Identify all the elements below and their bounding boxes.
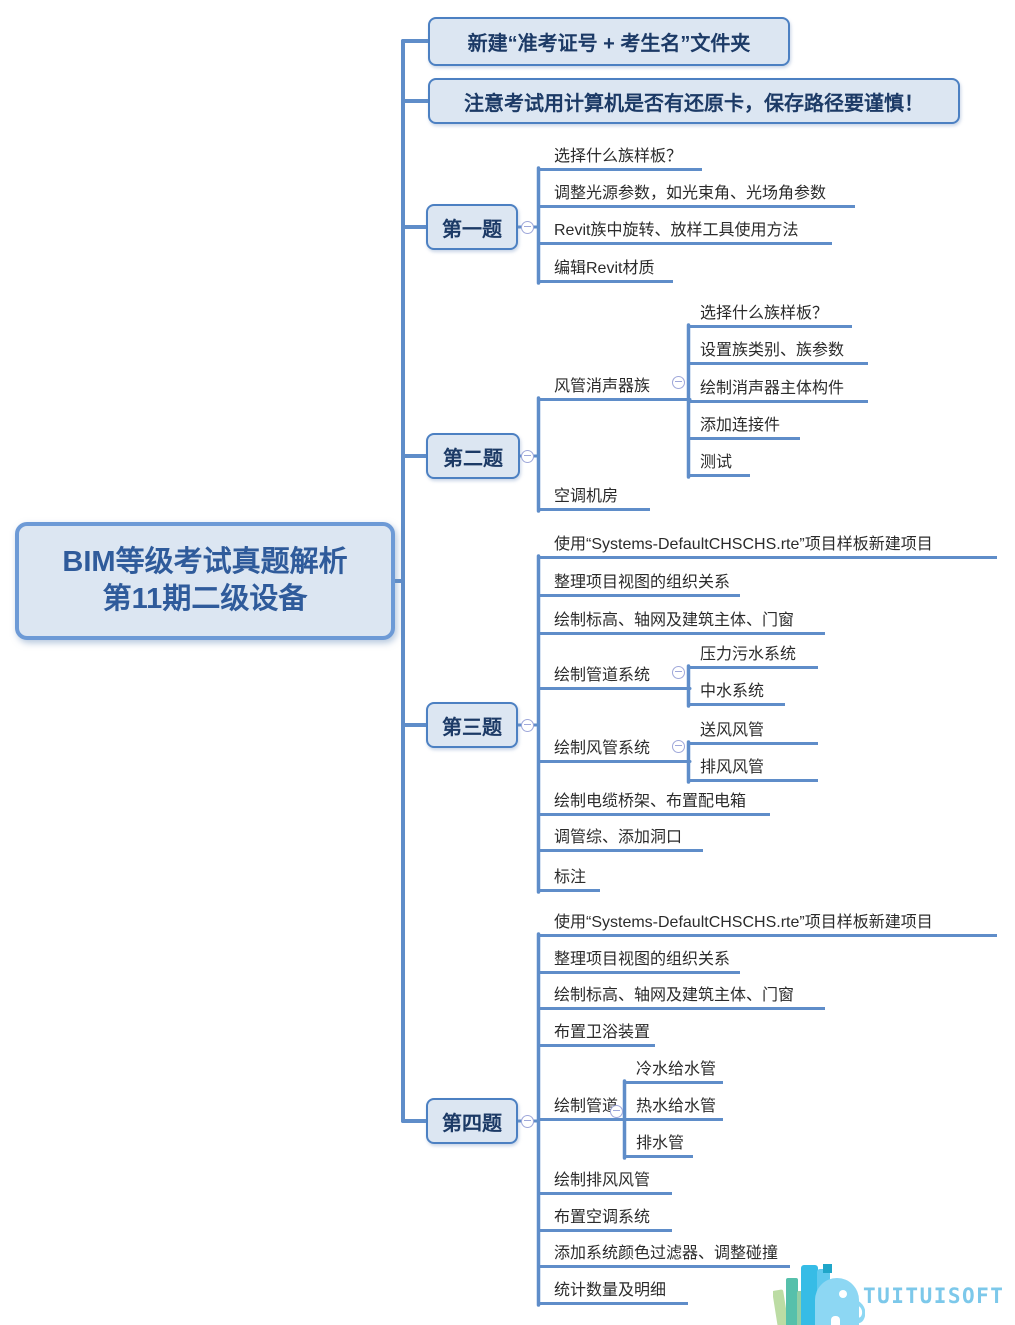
topic-q4[interactable]: 第四题 [426, 1098, 518, 1144]
root-topic[interactable]: BIM等级考试真题解析 第11期二级设备 [15, 522, 395, 640]
subtopic-q2-fan-template[interactable]: 选择什么族样板？ [688, 304, 852, 328]
subtopic-q4-pipes[interactable]: 绘制管道 [537, 1097, 618, 1121]
subtopic-q4-new-project[interactable]: 使用“Systems-DefaultCHSCHS.rte”项目样板新建项目 [537, 913, 997, 937]
collapse-icon-q4-pipe[interactable] [609, 1104, 623, 1118]
subtopic-q4-color-filter[interactable]: 添加系统颜色过滤器、调整碰撞 [537, 1244, 790, 1268]
subtopic-q2-fan-test[interactable]: 测试 [688, 453, 750, 477]
subtopic-q4-levels-grids[interactable]: 绘制标高、轴网及建筑主体、门窗 [537, 986, 825, 1010]
root-topic-line2: 第11期二级设备 [102, 583, 308, 615]
subtopic-q3-greywater[interactable]: 中水系统 [688, 682, 785, 706]
note-topic-new-folder[interactable]: 新建“准考证号 + 考生名”文件夹 [428, 17, 790, 66]
collapse-icon-q3-pipe[interactable] [671, 665, 685, 679]
topic-q2[interactable]: 第二题 [426, 433, 520, 479]
collapse-icon-q4[interactable] [520, 1114, 534, 1128]
subtopic-q3-new-project[interactable]: 使用“Systems-DefaultCHSCHS.rte”项目样板新建项目 [537, 535, 997, 559]
subtopic-q4-exhaust-duct[interactable]: 绘制排风风管 [537, 1171, 672, 1195]
root-topic-line1: BIM等级考试真题解析 [62, 546, 348, 578]
tuituisoft-logo: TUITUISOFT [772, 1264, 1013, 1325]
subtopic-q4-sanitary[interactable]: 布置卫浴装置 [537, 1023, 655, 1047]
logo-text: TUITUISOFT [863, 1284, 1005, 1308]
subtopic-q1-material[interactable]: 编辑Revit材质 [537, 259, 673, 283]
subtopic-q4-schedules[interactable]: 统计数量及明细 [537, 1281, 688, 1305]
subtopic-q1-revit-tools[interactable]: Revit族中旋转、放样工具使用方法 [537, 221, 832, 245]
collapse-icon-q2[interactable] [520, 449, 534, 463]
subtopic-q3-levels-grids[interactable]: 绘制标高、轴网及建筑主体、门窗 [537, 611, 825, 635]
topic-q3[interactable]: 第三题 [426, 702, 518, 748]
subtopic-q4-drain-pipe[interactable]: 排水管 [624, 1134, 693, 1158]
subtopic-q2-fan-category[interactable]: 设置族类别、族参数 [688, 341, 868, 365]
collapse-icon-q3[interactable] [520, 718, 534, 732]
subtopic-q2-hvac-room[interactable]: 空调机房 [537, 487, 650, 511]
subtopic-q3-supply-duct[interactable]: 送风风管 [688, 721, 818, 745]
subtopic-q1-lightparams[interactable]: 调整光源参数，如光束角、光场角参数 [537, 184, 855, 208]
subtopic-q3-clash[interactable]: 调管综、添加洞口 [537, 828, 703, 852]
collapse-icon-q3-duct[interactable] [671, 739, 685, 753]
subtopic-q2-fan-connector[interactable]: 添加连接件 [688, 416, 800, 440]
subtopic-q2-fan-body[interactable]: 绘制消声器主体构件 [688, 379, 868, 403]
note-topic-restore-card[interactable]: 注意考试用计算机是否有还原卡，保存路径要谨慎！ [428, 78, 960, 124]
subtopic-q4-hot-water[interactable]: 热水给水管 [624, 1097, 723, 1121]
subtopic-q4-views[interactable]: 整理项目视图的组织关系 [537, 950, 740, 974]
subtopic-q3-views[interactable]: 整理项目视图的组织关系 [537, 573, 740, 597]
subtopic-q3-cable-tray[interactable]: 绘制电缆桥架、布置配电箱 [537, 792, 770, 816]
subtopic-q3-exhaust-duct[interactable]: 排风风管 [688, 758, 818, 782]
subtopic-q1-template[interactable]: 选择什么族样板？ [537, 147, 702, 171]
subtopic-q4-cold-water[interactable]: 冷水给水管 [624, 1060, 723, 1084]
subtopic-q2-silencer-family[interactable]: 风管消声器族 [537, 377, 671, 401]
subtopic-q4-hvac-system[interactable]: 布置空调系统 [537, 1208, 672, 1232]
topic-q1[interactable]: 第一题 [426, 204, 518, 250]
subtopic-q3-sewage[interactable]: 压力污水系统 [688, 645, 818, 669]
subtopic-q3-duct-systems[interactable]: 绘制风管系统 [537, 739, 671, 763]
elephant-buildings-logo-icon [772, 1264, 866, 1325]
collapse-icon-q2-fan[interactable] [671, 375, 685, 389]
subtopic-q3-annotate[interactable]: 标注 [537, 868, 600, 892]
collapse-icon-q1[interactable] [520, 220, 534, 234]
subtopic-q3-pipe-systems[interactable]: 绘制管道系统 [537, 666, 671, 690]
